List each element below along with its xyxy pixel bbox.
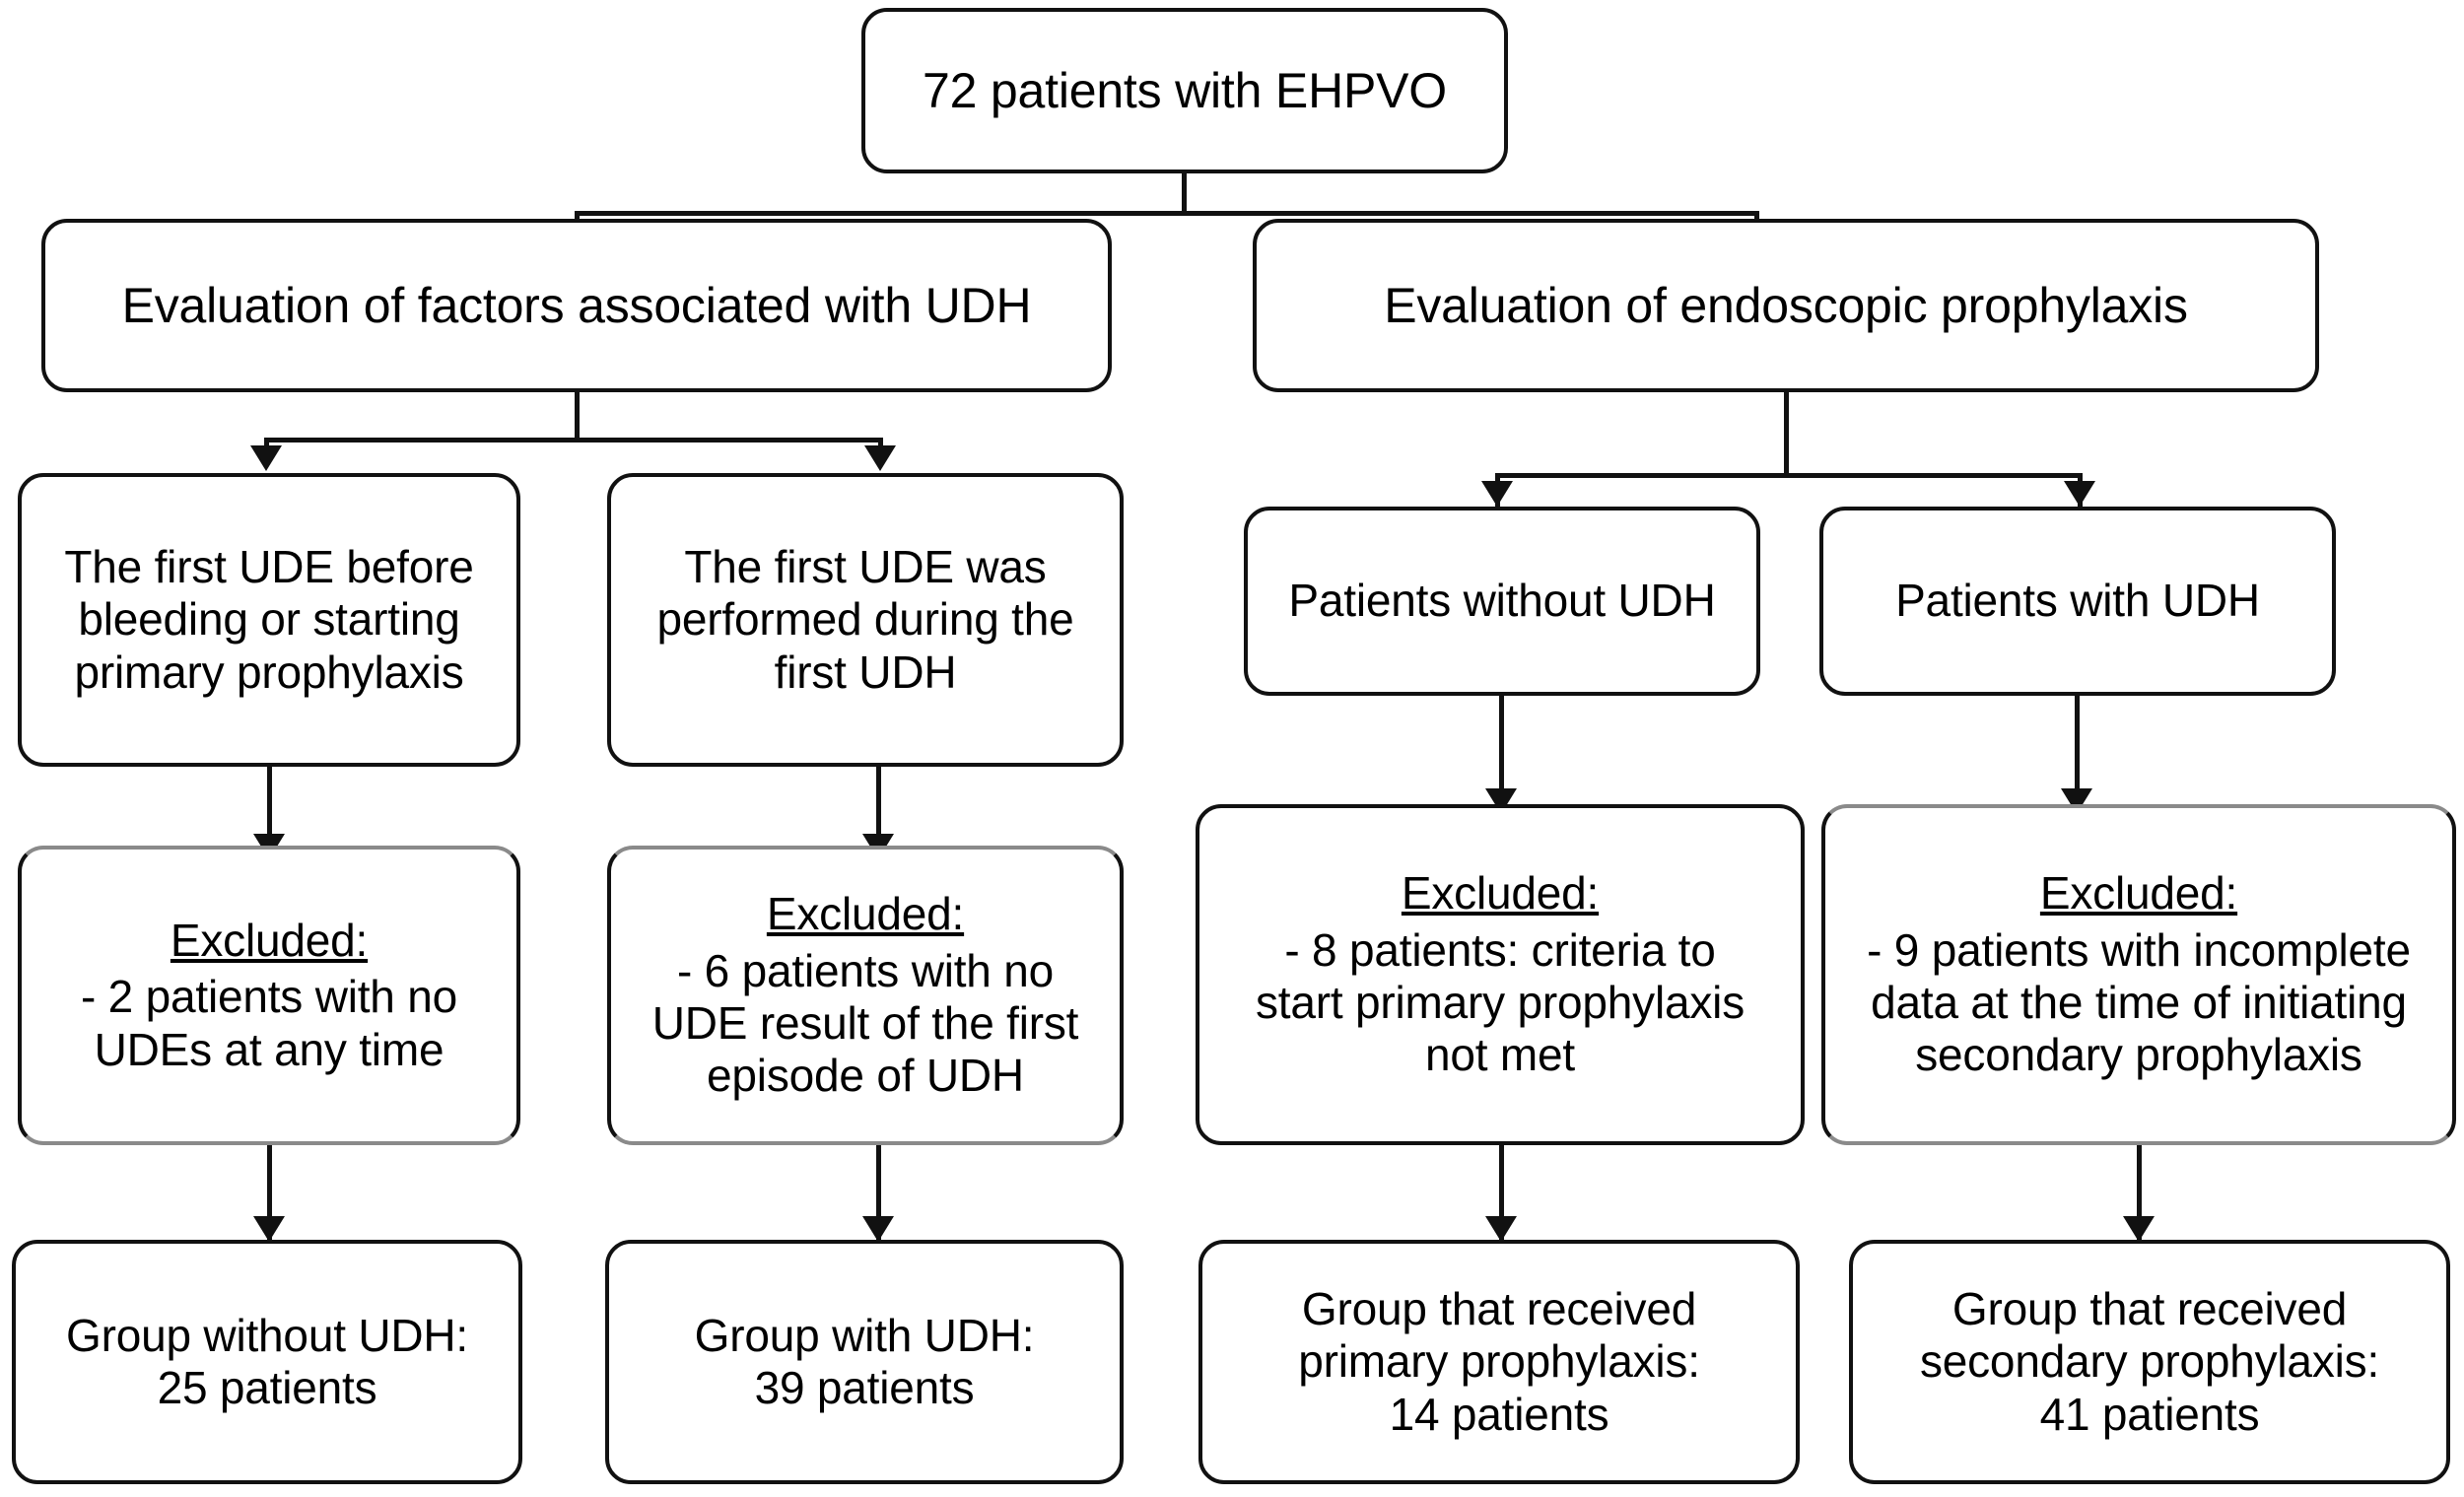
- node-patients-with-udh-label: Patients with UDH: [1895, 575, 2260, 627]
- connector-branch-left-to-col2: [878, 438, 883, 449]
- arrow-excluded1-to-result: [253, 1216, 285, 1242]
- node-excluded-col4-body: - 9 patients with incomplete data at the…: [1867, 923, 2411, 1081]
- node-first-ude-before-bleeding-label: The first UDE before bleeding or startin…: [64, 540, 474, 698]
- connector-root-split: [577, 211, 1756, 216]
- node-first-ude-during-first-udh: The first UDE was performed during the f…: [607, 473, 1124, 767]
- connector-excluded3-to-result: [1499, 1145, 1504, 1240]
- connector-excluded2-to-result: [876, 1145, 881, 1240]
- node-total-patients-label: 72 patients with EHPVO: [923, 63, 1447, 118]
- node-branch-endoscopic-prophylaxis: Evaluation of endoscopic prophylaxis: [1253, 219, 2319, 392]
- arrow-excluded2-to-result: [862, 1216, 894, 1242]
- node-total-patients: 72 patients with EHPVO: [861, 8, 1508, 173]
- node-excluded-col2: Excluded: - 6 patients with no UDE resul…: [607, 846, 1124, 1145]
- node-excluded-col1: Excluded: - 2 patients with no UDEs at a…: [18, 846, 520, 1145]
- node-excluded-col2-title: Excluded:: [766, 888, 965, 940]
- node-group-primary-prophylaxis: Group that received primary prophylaxis:…: [1198, 1240, 1800, 1484]
- connector-branch-right-down: [1784, 392, 1789, 477]
- connector-branch-left-split: [266, 438, 882, 442]
- node-excluded-col1-title: Excluded:: [170, 914, 369, 966]
- connector-to-branch-right: [1754, 211, 1759, 219]
- node-excluded-col4: Excluded: - 9 patients with incomplete d…: [1821, 804, 2456, 1145]
- arrow-branch-right-to-col3: [1481, 481, 1513, 507]
- node-first-ude-during-first-udh-label: The first UDE was performed during the f…: [656, 540, 1074, 698]
- node-excluded-col3-body: - 8 patients: criteria to start primary …: [1255, 923, 1745, 1081]
- node-excluded-col3: Excluded: - 8 patients: criteria to star…: [1196, 804, 1805, 1145]
- connector-col2-to-excluded: [876, 767, 881, 846]
- arrow-excluded4-to-result: [2123, 1216, 2155, 1242]
- node-group-without-udh: Group without UDH: 25 patients: [12, 1240, 522, 1484]
- connector-branch-right-split: [1497, 473, 2083, 478]
- node-branch-endoscopic-prophylaxis-label: Evaluation of endoscopic prophylaxis: [1384, 278, 2188, 333]
- node-excluded-col1-body: - 2 patients with no UDEs at any time: [80, 971, 458, 1075]
- arrow-branch-left-to-col2: [864, 445, 896, 471]
- node-group-secondary-prophylaxis: Group that received secondary prophylaxi…: [1849, 1240, 2450, 1484]
- node-branch-factors-udh-label: Evaluation of factors associated with UD…: [121, 278, 1032, 333]
- connector-branch-left-down: [575, 392, 580, 442]
- node-group-primary-prophylaxis-label: Group that received primary prophylaxis:…: [1298, 1282, 1700, 1440]
- node-group-without-udh-label: Group without UDH: 25 patients: [66, 1309, 468, 1413]
- arrow-branch-left-to-col1: [250, 445, 282, 471]
- node-patients-without-udh-label: Patients without UDH: [1288, 575, 1716, 627]
- node-patients-with-udh: Patients with UDH: [1819, 507, 2336, 696]
- connector-root-down: [1182, 173, 1187, 213]
- node-excluded-col2-body: - 6 patients with no UDE result of the f…: [651, 944, 1079, 1102]
- arrow-branch-right-to-col4: [2064, 481, 2095, 507]
- connector-excluded4-to-result: [2137, 1145, 2142, 1240]
- node-group-with-udh-label: Group with UDH: 39 patients: [694, 1309, 1035, 1413]
- connector-excluded1-to-result: [267, 1145, 272, 1240]
- connector-to-branch-left: [575, 211, 580, 219]
- node-branch-factors-udh: Evaluation of factors associated with UD…: [41, 219, 1112, 392]
- node-first-ude-before-bleeding: The first UDE before bleeding or startin…: [18, 473, 520, 767]
- node-patients-without-udh: Patients without UDH: [1244, 507, 1760, 696]
- node-excluded-col3-title: Excluded:: [1401, 867, 1600, 919]
- node-excluded-col4-title: Excluded:: [2039, 867, 2238, 919]
- connector-col1-to-excluded: [267, 767, 272, 846]
- arrow-excluded3-to-result: [1485, 1216, 1517, 1242]
- node-group-with-udh: Group with UDH: 39 patients: [605, 1240, 1124, 1484]
- connector-branch-left-to-col1: [264, 438, 269, 449]
- connector-col3-to-excluded: [1499, 696, 1504, 804]
- node-group-secondary-prophylaxis-label: Group that received secondary prophylaxi…: [1919, 1282, 2380, 1440]
- connector-col4-to-excluded: [2075, 696, 2080, 804]
